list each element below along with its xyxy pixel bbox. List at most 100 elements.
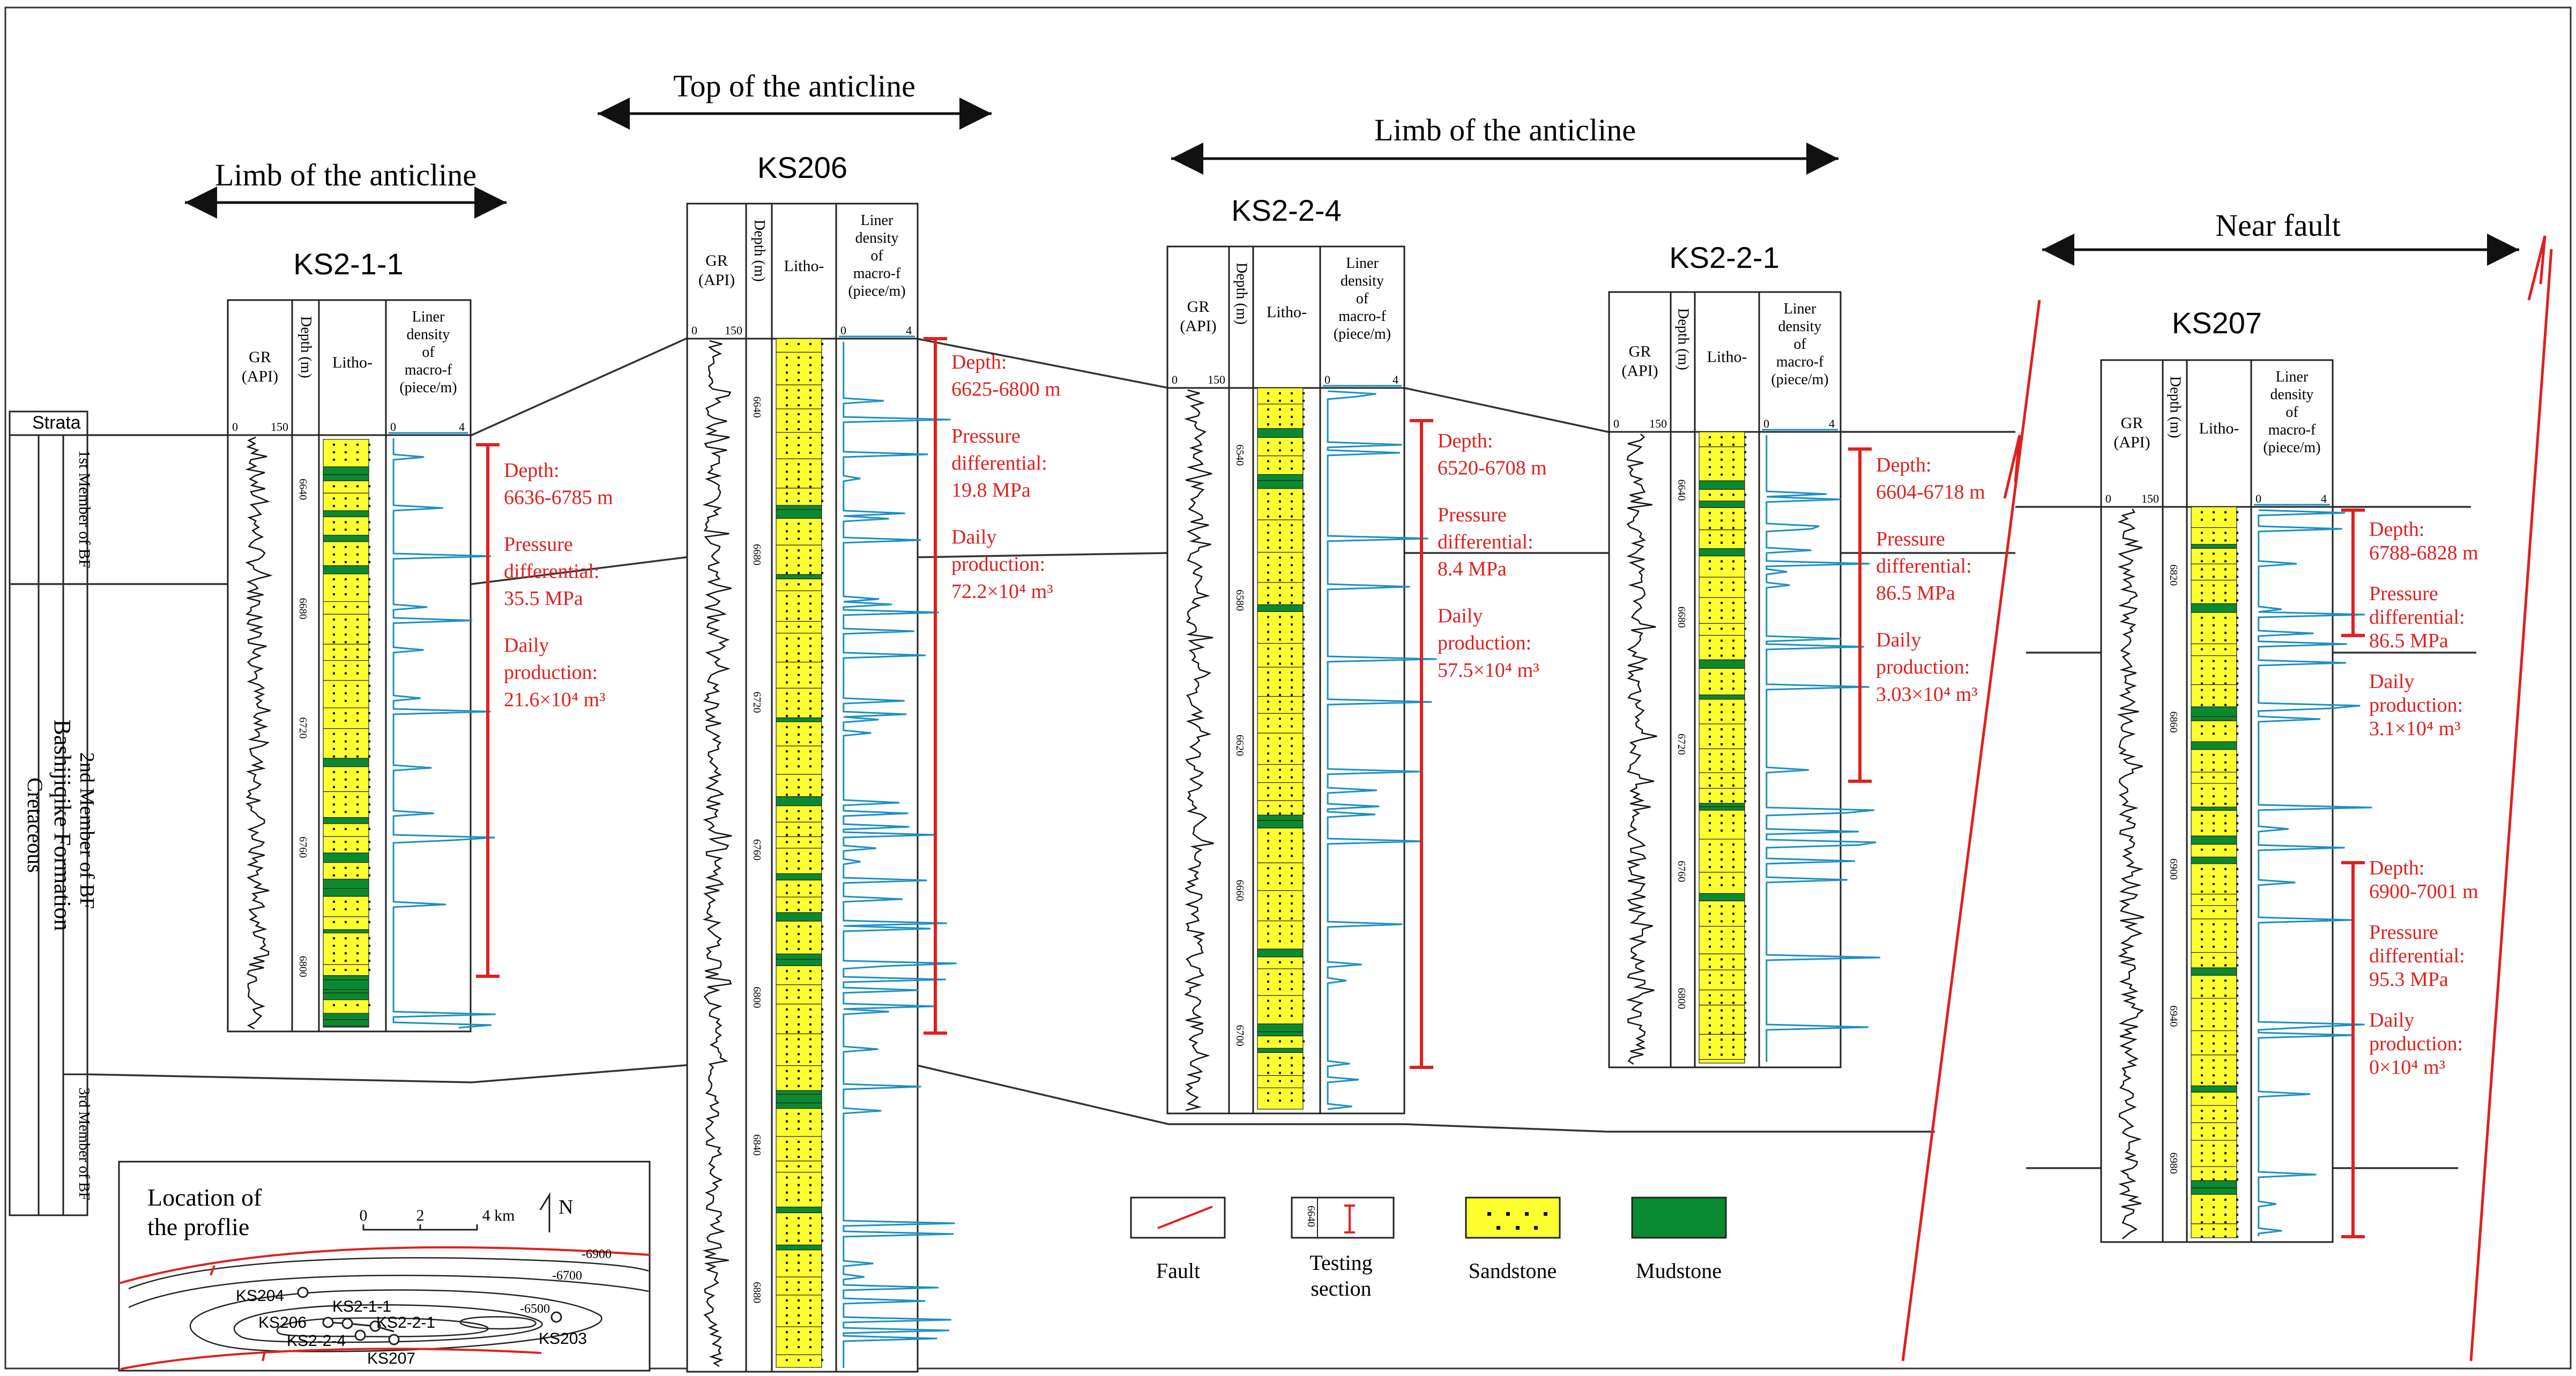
ks206-depth-header: Depth (m) (751, 220, 768, 282)
ks206-liner-header-1: density (855, 230, 899, 246)
ks2-2-1-depth-tick-6800: 6800 (1676, 988, 1687, 1009)
ks206-liner-header-4: (piece/m) (848, 283, 905, 300)
ks206-test-testing-section (924, 337, 947, 1035)
ks207-test-pressure-label2: differential: (2369, 606, 2465, 629)
ks207-gr-unit: (API) (2113, 433, 2150, 451)
ks207-test-pressure-value: 86.5 MPa (2369, 630, 2448, 652)
ks206-test-pressure-label1: Pressure (951, 425, 1021, 447)
ks2-2-1-liner-header-2: of (1793, 336, 1806, 353)
ks2-2-1-gr-header: GR (1629, 343, 1651, 361)
ks2-1-1-liner-header-3: macro-f (405, 362, 452, 378)
region-headers: Top of the anticline Limb of the anticli… (185, 69, 2519, 266)
ks2-1-1-gr-max: 150 (271, 420, 288, 433)
fault-right (2469, 249, 2553, 1362)
ks2-2-1-test-depth-range: 6604-6718 m (1876, 481, 1985, 504)
map-north-label: N (559, 1196, 573, 1218)
ks2-1-1-depth-tick-6800: 6800 (297, 956, 309, 977)
ks207-test-production-label1: Daily (2369, 670, 2414, 693)
map-scale-2: 2 (416, 1207, 425, 1224)
ks2-2-4-liner-max: 4 (1393, 373, 1398, 386)
ks2-2-4-litho-header: Litho- (1267, 303, 1307, 321)
ks2-1-1-fracture-curve (392, 438, 496, 1029)
ks2-2-4-test-pressure-label2: differential: (1438, 531, 1533, 554)
ks206-test-production-label1: Daily (951, 526, 996, 549)
ks2-2-1-liner-max: 4 (1829, 417, 1835, 430)
legend-sample-depth: 6640 (1305, 1206, 1317, 1227)
legend-fault-label: Fault (1156, 1259, 1200, 1283)
ks207-test2-depth-range: 6900-7001 m (2369, 880, 2478, 903)
ks2-1-1-liner-max: 4 (459, 420, 465, 433)
ks2-2-4-fracture-curve (1327, 390, 1437, 1110)
ks2-2-1-gr-max: 150 (1649, 417, 1667, 430)
ks207-liner-max: 4 (2321, 492, 2327, 505)
ks2-2-1-gr-min: 0 (1613, 417, 1619, 430)
region-limb-right: Limb of the anticline (1374, 113, 1636, 147)
north-arrow-icon (539, 1192, 550, 1232)
ks2-2-4-depth-tick-6580: 6580 (1234, 589, 1246, 611)
ks206-liner-min: 0 (840, 324, 846, 337)
ks2-2-1-depth-tick-6760: 6760 (1676, 861, 1687, 882)
ks207-liner-header-4: (piece/m) (2263, 439, 2320, 456)
ks206-gr-max: 150 (725, 324, 742, 337)
legend-fault-icon (1157, 1206, 1213, 1229)
member2-3-boundary (87, 1064, 1935, 1133)
ks2-2-1-depth-header: Depth (m) (1675, 308, 1692, 370)
map-well-ks2-2-4: KS2-2-4 (287, 1332, 346, 1350)
ks2-1-1-liner-header-0: Liner (412, 309, 445, 325)
map-scale-0: 0 (360, 1207, 368, 1224)
map-title-line1: Location of (147, 1184, 262, 1211)
map-well-markers (297, 1287, 562, 1345)
ks2-1-1-gr-unit: (API) (242, 368, 278, 385)
ks2-2-4-test-depth-label: Depth: (1438, 430, 1493, 452)
ks2-2-1-litho-header: Litho- (1707, 348, 1747, 366)
ks206-liner-header-0: Liner (861, 212, 894, 229)
ks2-2-1-gr-curve (1626, 433, 1657, 1065)
strata-column: Strata Cretaceous Bashijiqike Formation … (9, 410, 225, 1216)
map-contour-6500: -6500 (520, 1302, 550, 1316)
map-well-ks203: KS203 (539, 1330, 587, 1348)
ks2-2-4-test-pressure-value: 8.4 MPa (1438, 558, 1507, 580)
legend-mudstone-box (1631, 1196, 1727, 1239)
legend-testing-box (1291, 1196, 1395, 1239)
ks207-litho-header: Litho- (2199, 420, 2239, 437)
ks206-litho-header: Litho- (784, 257, 824, 275)
ks206-test-production-label2: production: (951, 553, 1045, 575)
ks207-liner-header-1: density (2270, 386, 2314, 403)
ks2-1-1-liner-min: 0 (390, 420, 396, 433)
ks206-liner-header-2: of (870, 248, 883, 264)
ks206-fracture-curve (843, 342, 957, 1368)
ks2-2-1-test-production-value: 3.03×10⁴ m³ (1876, 683, 1978, 706)
ks2-1-1-depth-tick-6720: 6720 (297, 717, 309, 739)
ks2-1-1-test-pressure-label1: Pressure (504, 533, 573, 556)
ks2-2-1-test-pressure-value: 86.5 MPa (1876, 582, 1955, 604)
ks2-1-1-test-depth-label: Depth: (504, 459, 559, 482)
ks207-test2-pressure-value: 95.3 MPa (2369, 968, 2448, 991)
ks2-2-4-depth-tick-6540: 6540 (1234, 444, 1246, 466)
ks2-1-1-depth-header: Depth (m) (297, 316, 314, 378)
ks206-test-production-value: 72.2×10⁴ m³ (951, 580, 1053, 603)
ks2-2-4-liner-header-4: (piece/m) (1334, 326, 1391, 342)
ks207-depth-header: Depth (m) (2167, 376, 2184, 438)
ks2-1-1-litho-header: Litho- (332, 354, 373, 371)
region-limb-left: Limb of the anticline (215, 158, 477, 192)
ks206-depth-tick-6640: 6640 (751, 397, 763, 418)
well-name-ks2-1-1: KS2-1-1 (293, 247, 403, 281)
strata-member2: 2nd Member of BF (76, 752, 98, 909)
ks206-gr-unit: (API) (698, 271, 735, 289)
ks2-2-1-test-production-label2: production: (1876, 656, 1970, 678)
ks2-2-1-liner-header-0: Liner (1784, 301, 1816, 317)
ks207-test2-testing-section (2341, 861, 2365, 1238)
ks207-liner-header-3: macro-f (2268, 422, 2316, 438)
legend-testing-label2: section (1311, 1276, 1371, 1300)
ks207-test2-production-value: 0×10⁴ m³ (2369, 1056, 2445, 1079)
ks207-depth-tick-6900: 6900 (2168, 858, 2179, 880)
ks2-2-4-depth-tick-6700: 6700 (1234, 1025, 1246, 1046)
fault-right-arrow (2527, 235, 2547, 301)
map-well-ks2-1-1: KS2-1-1 (332, 1298, 391, 1315)
ks207-depth-tick-6980: 6980 (2168, 1153, 2179, 1174)
